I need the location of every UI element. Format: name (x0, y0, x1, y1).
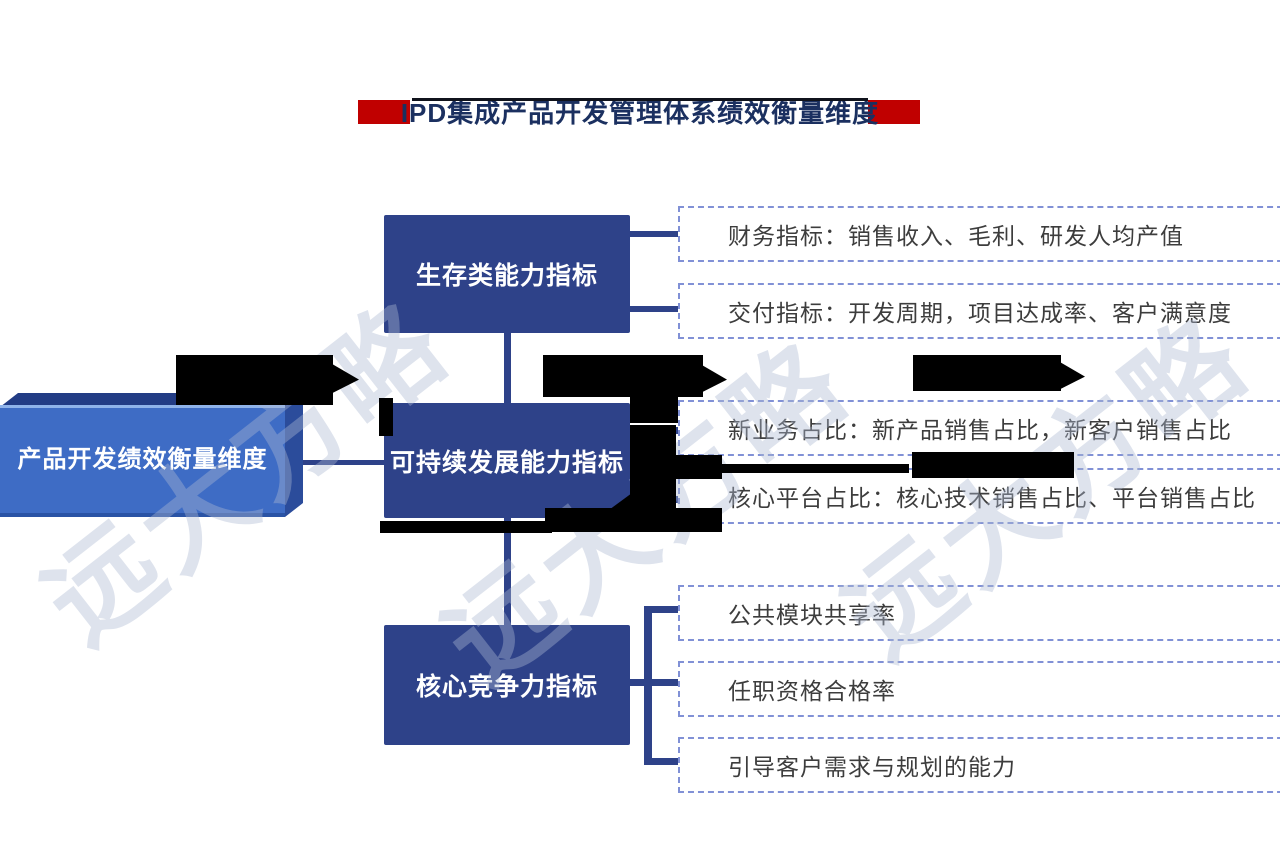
root-node-edge-highlight (0, 405, 285, 408)
connector-branch1-branch2 (504, 333, 511, 403)
item-guide-customer-needs: 引导客户需求与规划的能力 (678, 737, 1280, 793)
connector-branch1-item2 (630, 306, 678, 312)
redaction-patch (545, 508, 722, 532)
redaction-patch (176, 355, 333, 405)
redaction-arrow-tip (1059, 361, 1085, 390)
redaction-arrow-tip (701, 364, 727, 393)
branch-node-sustainable: 可持续发展能力指标 (384, 403, 630, 518)
redaction-patch (543, 355, 703, 397)
title-left-red-block (358, 100, 410, 124)
root-node-side-face (285, 393, 303, 517)
connector-branch2-branch3 (504, 518, 511, 625)
item-common-module-share-rate: 公共模块共享率 (678, 585, 1280, 641)
redaction-patch (380, 521, 552, 533)
connector-branch3-stub (630, 679, 678, 686)
connector-branch1-item1 (630, 231, 678, 237)
item-qualification-pass-rate: 任职资格合格率 (678, 661, 1280, 717)
connector-root-to-branch2 (300, 460, 384, 465)
title-strike-line (412, 98, 868, 101)
item-financial-indicators: 财务指标：销售收入、毛利、研发人均产值 (678, 206, 1280, 262)
redaction-arrow-tip (333, 364, 359, 393)
title-right-red-block (868, 100, 920, 124)
redaction-patch (698, 464, 909, 473)
redaction-patch (630, 425, 676, 508)
redaction-patch (379, 398, 393, 436)
redaction-patch (913, 355, 1061, 391)
branch-node-core-competence: 核心竞争力指标 (384, 625, 630, 745)
connector-branch3-item3 (650, 758, 678, 765)
connector-branch3-item1 (650, 606, 678, 613)
diagram-title: IPD集成产品开发管理体系绩效衡量维度 (400, 98, 880, 128)
redaction-patch (630, 396, 678, 423)
item-new-business-ratio: 新业务占比：新产品销售占比，新客户销售占比 (678, 400, 1280, 456)
redaction-patch (912, 452, 1074, 478)
root-node: 产品开发绩效衡量维度 (0, 408, 285, 517)
item-delivery-indicators: 交付指标：开发周期，项目达成率、客户满意度 (678, 283, 1280, 339)
connector-branch3-trunk (644, 606, 652, 765)
branch-node-survival: 生存类能力指标 (384, 215, 630, 333)
